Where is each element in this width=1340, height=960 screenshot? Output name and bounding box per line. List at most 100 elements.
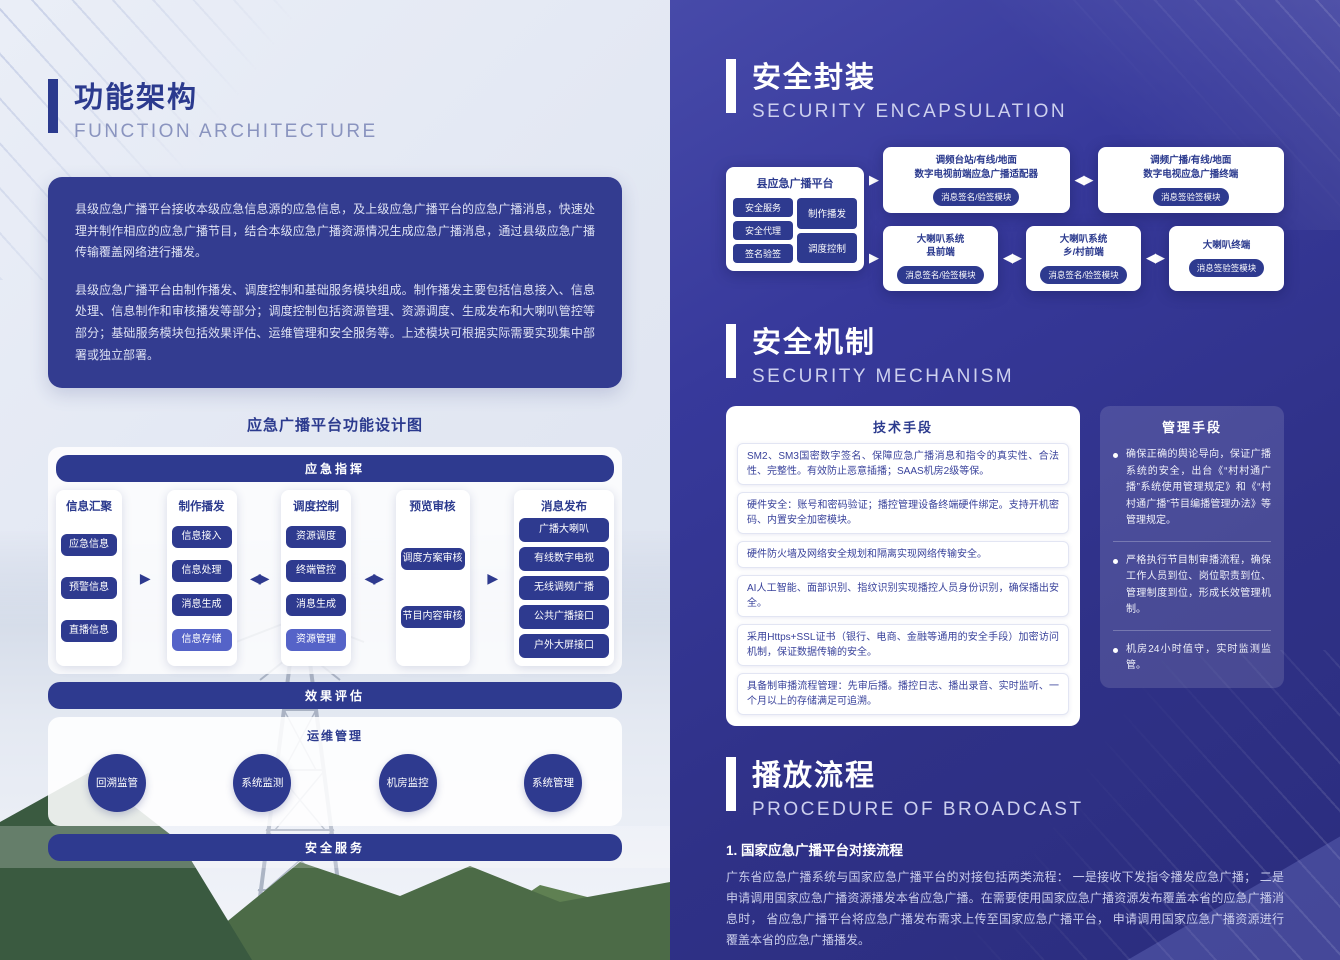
right-content: 安全封装 SECURITY ENCAPSULATION 县应急广播平台 安全服务… — [670, 0, 1340, 951]
header-titles: 功能架构 FUNCTION ARCHITECTURE — [74, 74, 378, 143]
diagram-box: 资源调度 — [286, 525, 346, 548]
diagram-box: 有线数字电视 — [519, 547, 609, 572]
section-subtitle: PROCEDURE OF BROADCAST — [752, 799, 1084, 821]
section-subtitle: SECURITY MECHANISM — [752, 366, 1015, 388]
encapsulation-row-loudspeaker: ▶ 大喇叭系统 县前端 消息签名/验签模块 ◀▶ 大喇叭系统 乡/村前端 消息签… — [864, 225, 1284, 292]
intro-paragraph-2: 县级应急广播平台由制作播发、调度控制和基础服务模块组成。制作播发主要包括信息接入… — [75, 282, 595, 362]
box-title: 大喇叭系统 乡/村前端 — [1059, 233, 1108, 259]
column-items: 广播大喇叭 有线数字电视 无线调频广播 公共广播接口 户外大屏接口 — [519, 518, 609, 659]
county-frontend-box: 大喇叭系统 县前端 消息签名/验签模块 — [883, 225, 998, 292]
diagram-box: 信息存储 — [171, 628, 232, 651]
diagram-box: 广播大喇叭 — [519, 518, 609, 543]
management-item: 确保正确的舆论导向，保证广播系统的安全，出台《“村村通广播”系统使用管理规定》和… — [1113, 447, 1271, 530]
section-header-security-encapsulation: 安全封装 SECURITY ENCAPSULATION — [726, 54, 1284, 123]
column-items: 资源调度 终端管控 消息生成 资源管理 — [286, 518, 346, 658]
intro-paragraph-1: 县级应急广播平台接收本级应急信息源的应急信息，及上级应急广播平台的应急广播消息，… — [75, 202, 595, 260]
section-title: 安全封装 — [752, 62, 877, 94]
platform-pill: 调度控制 — [797, 232, 857, 264]
section-title: 播放流程 — [752, 760, 877, 793]
management-means-panel: 管理手段 确保正确的舆论导向，保证广播系统的安全，出台《“村村通广播”系统使用管… — [1100, 406, 1284, 688]
mechanism-panels: 技术手段 SM2、SM3国密数字签名、保障应急广播消息和指令的真实性、合法性、完… — [726, 406, 1284, 727]
ops-title: 运维管理 — [306, 729, 363, 744]
diagram-box: 资源管理 — [286, 628, 346, 651]
column-title: 预览审核 — [409, 501, 456, 514]
header-accent-bar — [726, 324, 736, 379]
diagram-box: 公共广播接口 — [519, 605, 609, 630]
technical-item: 硬件安全：账号和密码验证；播控管理设备终端硬件绑定。支持开机密码、内置安全加密模… — [737, 492, 1069, 535]
diagram-box: 调度方案审核 — [400, 548, 465, 571]
platform-pill: 制作播发 — [797, 198, 857, 229]
diagram-box: 应急信息 — [61, 534, 117, 557]
column-title: 制作播发 — [178, 501, 225, 514]
ops-circle: 机房监控 — [378, 754, 437, 813]
platform-services-column: 安全服务 安全代理 签名验签 — [733, 198, 793, 264]
arrow-double-icon: ◀▶ — [1146, 250, 1165, 266]
box-title: 调频广播/有线/地面 数字电视应急广播终端 — [1143, 155, 1239, 180]
procedure-body: 广东省应急广播系统与国家应急广播平台的对接包括两类流程： 一是接收下发指令播发应… — [726, 870, 1284, 948]
diagram-box: 预警信息 — [61, 577, 117, 600]
technical-item: AI人工智能、面部识别、指纹识别实现播控人员身份识别，确保播出安全。 — [737, 575, 1069, 618]
box-title: 大喇叭系统 县前端 — [916, 233, 965, 259]
diagram-title: 应急广播平台功能设计图 — [246, 417, 423, 435]
technical-item: 硬件防火墙及网络安全规划和隔离实现网络传输安全。 — [737, 541, 1069, 569]
platform-pill: 签名验签 — [733, 244, 793, 264]
box-title: 大喇叭终端 — [1202, 240, 1251, 252]
management-item: 严格执行节目制审播流程，确保工作人员到位、岗位职责到位、管理制度到位，形成长效管… — [1113, 540, 1271, 619]
left-content: 功能架构 FUNCTION ARCHITECTURE 县级应急广播平台接收本级应… — [0, 0, 670, 862]
command-bar: 应急指挥 — [56, 455, 614, 483]
column-info-aggregation: 信息汇聚 应急信息 预警信息 直播信息 — [56, 490, 122, 667]
loudspeaker-terminal-box: 大喇叭终端 消息签验签模块 — [1169, 225, 1284, 292]
page-left: 功能架构 FUNCTION ARCHITECTURE 县级应急广播平台接收本级应… — [0, 0, 670, 960]
diagram-box: 信息处理 — [171, 559, 232, 582]
diagram-box: 户外大屏接口 — [519, 634, 609, 659]
arrow-double-icon: ◀▶ — [1074, 171, 1094, 187]
arrow-right-icon: ▶ — [487, 569, 498, 586]
bullet-icon — [1113, 453, 1118, 459]
signature-module-pill: 消息签验签模块 — [1188, 259, 1265, 278]
county-platform-box: 县应急广播平台 安全服务 安全代理 签名验签 制作播发 调度控制 — [726, 167, 864, 272]
arrow-double-icon: ◀▶ — [364, 569, 384, 586]
header-accent-bar — [726, 59, 736, 113]
technical-item: SM2、SM3国密数字签名、保障应急广播消息和指令的真实性、合法性、完整性。有效… — [737, 443, 1069, 486]
security-service-bar: 安全服务 — [48, 834, 622, 862]
section-header-security-mechanism: 安全机制 SECURITY MECHANISM — [726, 319, 1284, 388]
column-message-publish: 消息发布 广播大喇叭 有线数字电视 无线调频广播 公共广播接口 户外大屏接口 — [514, 490, 614, 667]
diagram-columns-panel: 应急指挥 信息汇聚 应急信息 预警信息 直播信息 ▶ 制作 — [48, 447, 622, 675]
diagram-box: 消息生成 — [286, 594, 346, 617]
village-frontend-box: 大喇叭系统 乡/村前端 消息签名/验签模块 — [1026, 225, 1141, 292]
panel-title: 管理手段 — [1161, 420, 1222, 436]
platform-modules-column: 制作播发 调度控制 — [797, 198, 857, 264]
management-item-text: 确保正确的舆论导向，保证广播系统的安全，出台《“村村通广播”系统使用管理规定》和… — [1126, 449, 1271, 527]
diagram-box: 无线调频广播 — [519, 576, 609, 601]
column-title: 消息发布 — [541, 501, 587, 514]
column-items: 信息接入 信息处理 消息生成 信息存储 — [171, 518, 232, 658]
section-title: 安全机制 — [752, 327, 877, 360]
arrow-double-icon: ◀▶ — [1003, 250, 1022, 266]
header-titles: 安全机制 SECURITY MECHANISM — [752, 319, 1014, 388]
column-preview-review: 预览审核 调度方案审核 节目内容审核 — [395, 490, 470, 667]
function-diagram: 应急指挥 信息汇聚 应急信息 预警信息 直播信息 ▶ 制作 — [48, 447, 622, 862]
platform-pill: 安全代理 — [733, 221, 793, 241]
technical-item: 具备制审播流程管理：先审后播。播控日志、播出录音、实时监听、一个月以上的存储满足… — [737, 673, 1069, 716]
signature-module-pill: 消息签名/验签模块 — [1040, 266, 1127, 285]
ops-circles: 回溯监管 系统监测 机房监控 系统管理 — [74, 754, 596, 813]
adapter-box: 调频台站/有线/地面 数字电视前端应急广播适配器 消息签名/验签模块 — [883, 147, 1070, 213]
page-right: 安全封装 SECURITY ENCAPSULATION 县应急广播平台 安全服务… — [670, 0, 1340, 960]
diagram-columns: 信息汇聚 应急信息 预警信息 直播信息 ▶ 制作播发 信息接入 — [56, 490, 614, 667]
panel-title: 技术手段 — [872, 420, 933, 436]
section-header-function-architecture: 功能架构 FUNCTION ARCHITECTURE — [48, 74, 622, 143]
management-item-text: 严格执行节目制审播流程，确保工作人员到位、岗位职责到位、管理制度到位，形成长效管… — [1126, 554, 1271, 616]
box-title: 调频台站/有线/地面 数字电视前端应急广播适配器 — [914, 155, 1038, 180]
header-titles: 播放流程 PROCEDURE OF BROADCAST — [752, 752, 1084, 821]
encapsulation-rows: ▶ 调频台站/有线/地面 数字电视前端应急广播适配器 消息签名/验签模块 ◀▶ … — [864, 147, 1284, 292]
signature-module-pill: 消息签名/验签模块 — [897, 266, 984, 285]
column-items: 应急信息 预警信息 直播信息 — [61, 518, 117, 658]
diagram-box: 节目内容审核 — [400, 605, 465, 628]
section-header-procedure-of-broadcast: 播放流程 PROCEDURE OF BROADCAST — [726, 752, 1284, 821]
ops-circle: 系统管理 — [523, 754, 582, 813]
signature-module-pill: 消息签名/验签模块 — [933, 187, 1020, 206]
effect-evaluation-bar: 效果评估 — [48, 682, 622, 710]
ops-management-panel: 运维管理 回溯监管 系统监测 机房监控 系统管理 — [48, 717, 622, 827]
header-accent-bar — [726, 757, 736, 812]
